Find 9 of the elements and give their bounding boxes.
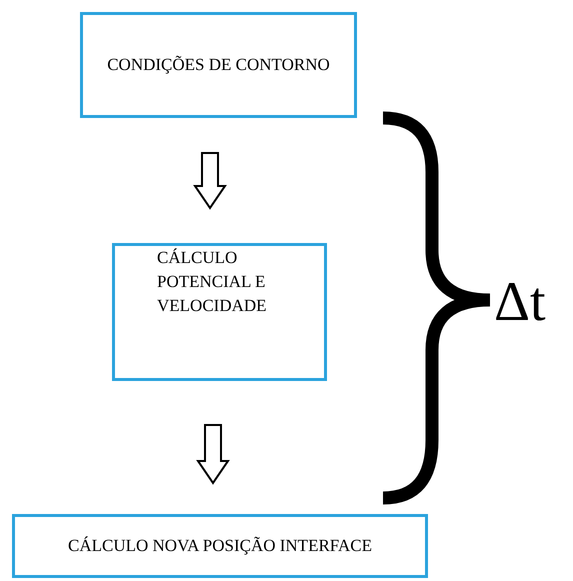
block-arrow [193, 152, 227, 210]
box-text: CÁLCULO POTENCIAL E VELOCIDADE [157, 247, 268, 317]
box-text: CÁLCULO NOVA POSIÇÃO INTERFACE [68, 535, 372, 557]
box-text: CONDIÇÕES DE CONTORNO [107, 54, 330, 76]
time-step-label: Δt [494, 270, 546, 334]
process-box [80, 12, 357, 118]
process-box [112, 243, 327, 381]
process-box [12, 514, 428, 578]
block-arrow [196, 424, 230, 485]
